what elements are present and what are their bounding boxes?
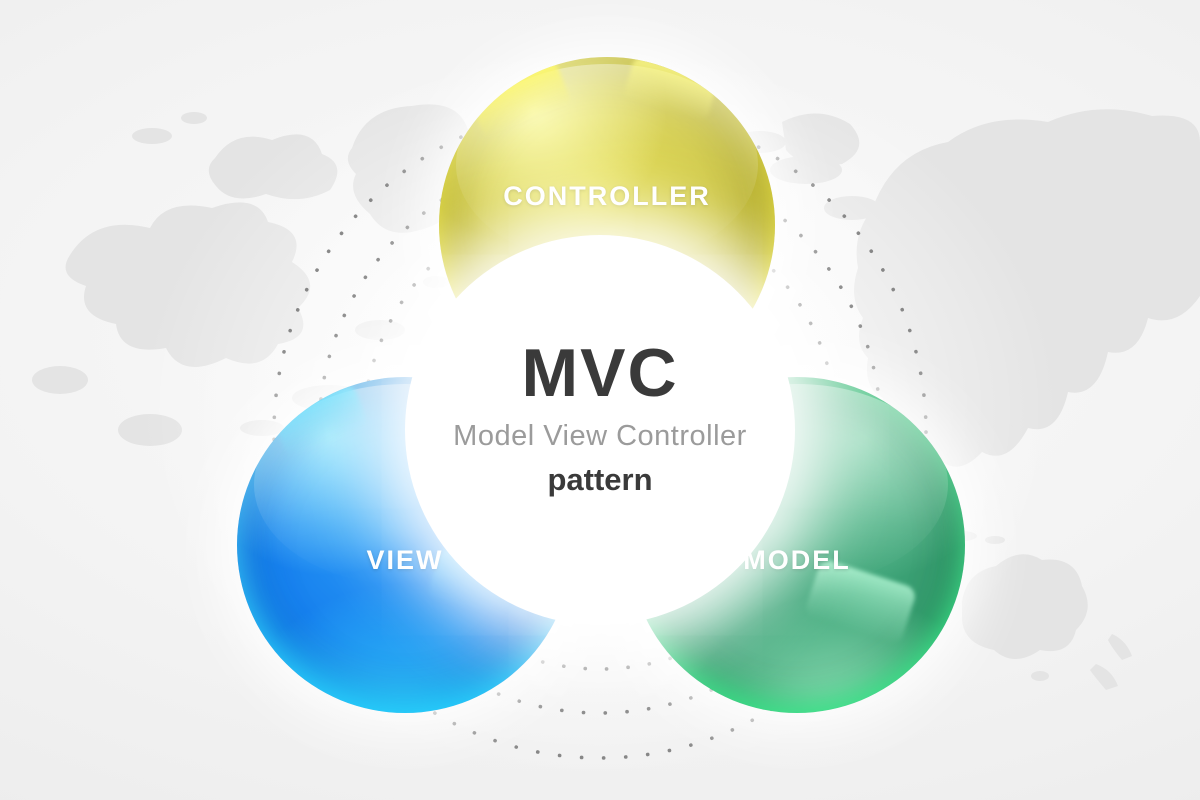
mvc-pattern-label: pattern (547, 461, 653, 497)
mvc-full-name: Model View Controller (453, 419, 747, 452)
center-badge: MVC Model View Controller pattern (405, 235, 795, 625)
controller-label: CONTROLLER (503, 181, 711, 211)
center-badge-text: MVC Model View Controller pattern (453, 335, 747, 497)
sphere-gloss (439, 57, 775, 393)
mvc-acronym: MVC (521, 335, 679, 412)
orbit-ring-outer (272, 104, 928, 760)
model-label: MODEL (743, 545, 851, 575)
view-label: VIEW (366, 545, 444, 575)
